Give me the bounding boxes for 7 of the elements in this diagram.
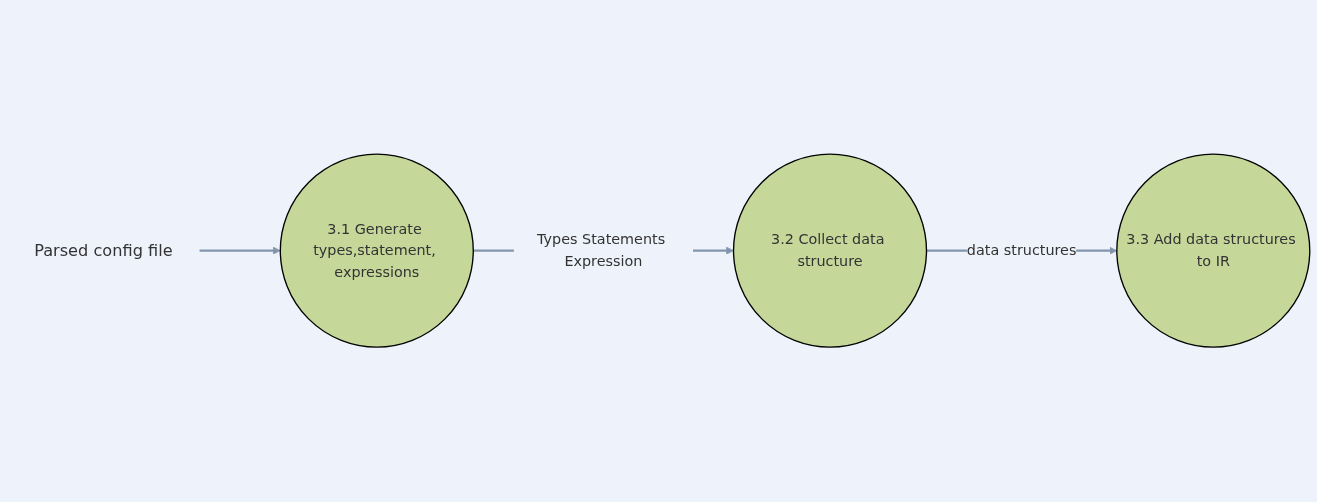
node-circle: 3.1 Generate types,statement, expressions	[279, 153, 474, 349]
node-text: Parsed config file	[34, 241, 173, 261]
edge-label: Types Statements Expression	[537, 231, 666, 270]
node-circle: 3.2 Collect data structure	[732, 153, 928, 349]
edge-label: data structures	[966, 242, 1077, 260]
arrow	[199, 247, 281, 255]
node-circle: 3.3 Add data structures to IR	[1116, 153, 1311, 349]
